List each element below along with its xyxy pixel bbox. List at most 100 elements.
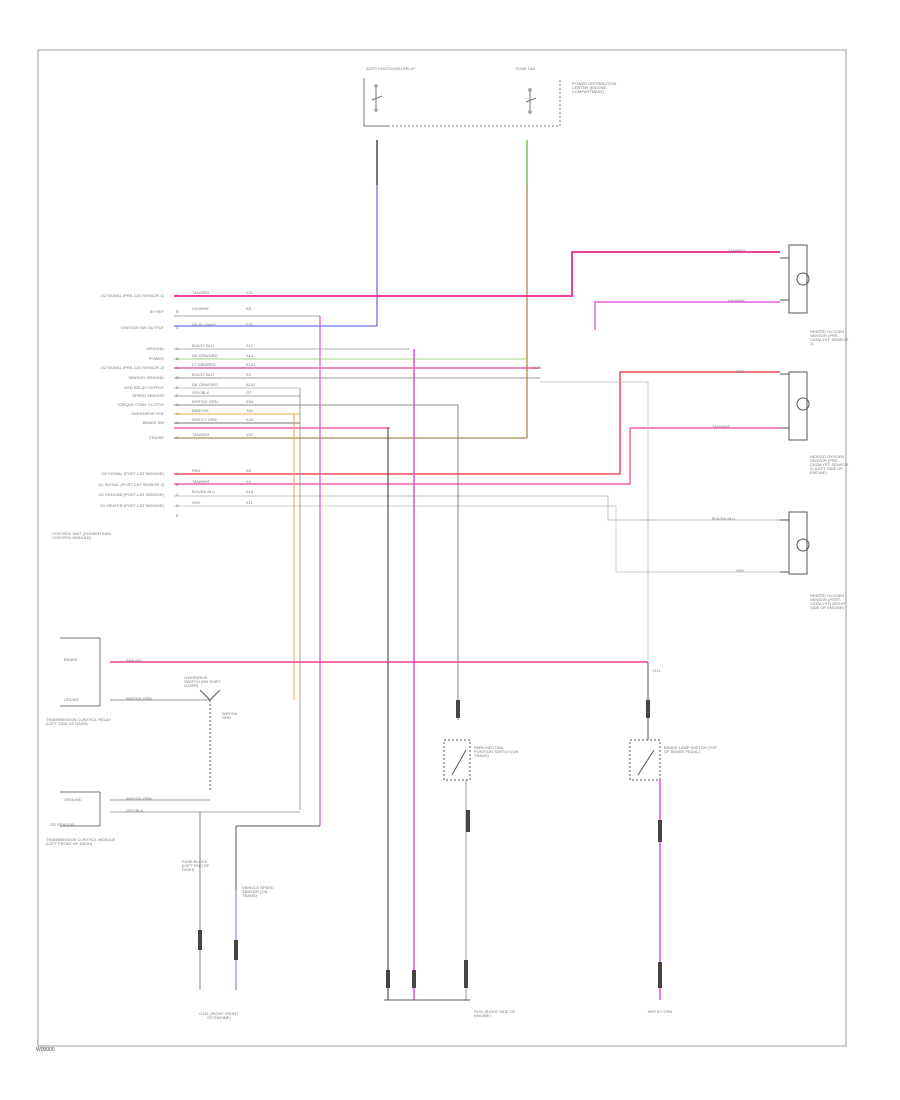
od-switch-wire: WHT/DK GRN <box>222 711 238 720</box>
pcm-pin-letter: C <box>176 365 179 370</box>
pcm-pin-circuit: K4 <box>246 372 251 377</box>
pcm-pin-letter: A <box>176 471 179 476</box>
fuse-block-label: FUSE BLOCK (LEFT END OF DASH) <box>182 859 210 872</box>
pcm-pin-circuit: K9 <box>246 478 251 484</box>
wire-gray-o2-3a <box>174 495 780 521</box>
trans-ctrl-wire1: BRN/YEL <box>126 658 144 663</box>
pcm-pin-circuit: K41 <box>246 290 254 295</box>
pcm-pin-wire: RED <box>192 468 201 473</box>
pcm-pin-wire: DK BLU/WHT <box>192 322 217 327</box>
o2-3-wire-top: BLK/DK BLU <box>712 516 736 521</box>
speed-sensor-symbol <box>199 812 320 990</box>
trans-ctrl-tag1: BRAKE <box>64 657 78 662</box>
ground-g-label: G101 (RIGHT FRONT OF ENGINE) <box>199 1011 239 1020</box>
pcm-pin-name: SPEED SENSOR <box>132 393 164 398</box>
pcm-pin-letter: B <box>176 356 179 361</box>
pcm-pin-name: O2 HEATER (POST-CAT SENSOR) <box>100 502 164 508</box>
pcm-pin-wire: BRN/YEL <box>192 408 210 413</box>
pcm-pin-wire: BLK/DK BLU <box>192 489 216 494</box>
pcm-pin-name: CRUISE <box>148 435 164 440</box>
wire-pink-o2-1 <box>174 251 780 297</box>
trans-mod-label: TRANSMISSION CONTROL MODULE (LEFT FRONT … <box>46 837 116 846</box>
pcm-pin-circuit: K6 <box>246 306 251 311</box>
pcm-pin-wire: TAN/WHT <box>192 478 210 484</box>
diagram-border <box>37 49 847 1047</box>
pcm-pin-circuit: A14 <box>246 353 254 358</box>
pcm-pin-letter: B <box>176 309 179 314</box>
pcm-pin-wire: WHT/LT GRN <box>192 417 217 422</box>
o2-sensor-1-body <box>780 244 810 314</box>
pcm-pin-circuit: G7 <box>246 390 252 395</box>
wire-gray-o2-2 <box>540 381 649 660</box>
pcm-pin-name: IGNITION SW OUTPUT <box>121 325 164 330</box>
trans-module-box <box>60 791 101 827</box>
o2-3-wire-bot: GRY <box>736 568 745 573</box>
pcm-pin-circuit: K11 <box>246 499 253 505</box>
fuse-box-symbol <box>388 78 561 127</box>
pcm-pin-letter: C <box>176 325 179 330</box>
park-neutral-label: PARK/NEUTRAL POSITION SWITCH (ON TRANS) <box>474 745 519 758</box>
pcm-pin-letter: E <box>176 385 179 390</box>
pcm-pin-wire: DK GRN/ORG <box>192 382 218 387</box>
o2-2-wire-top: RED <box>736 369 745 374</box>
pcm-pin-name: O2 SIGNAL (POST-CAT SENSOR) <box>101 471 164 476</box>
asd-relay-label: AUTO SHUTDOWN RELAY <box>366 66 416 71</box>
trans-control-relay-box <box>60 637 101 707</box>
pcm-pin-wire: TAN/RED <box>192 290 210 295</box>
o2-2-label: HEATED OXYGEN SENSOR (PRE-CATALYST, SENS… <box>810 454 849 475</box>
pcm-pin-name: ASD RELAY OUTPUT <box>124 385 164 390</box>
pcm-pin-letter: H <box>176 411 179 416</box>
pcm-pin-name: TORQUE CONV CLUTCH <box>116 402 164 407</box>
ground-s-label: S101 (RIGHT SIDE OF ENGINE) <box>474 1009 516 1018</box>
pcm-pin-wire: BLK/LT BLU <box>192 372 214 377</box>
wire-red-o2-2a <box>174 371 780 475</box>
ign-fuse-label: FUSE 15A <box>516 66 535 71</box>
pcm-pin-letter: G <box>176 402 180 407</box>
pcm-pin-name: O2 SIGNAL (POST-CAT SENSOR 2) <box>98 481 164 487</box>
figure-id: W00000 <box>36 1047 55 1053</box>
o2-sensor-2-body <box>780 371 810 441</box>
pcm-pin-wire: VIO/WHT <box>192 306 210 311</box>
pcm-pin-wire: LT GRN/RED <box>192 362 216 367</box>
pcm-pin-name: 5V REF <box>149 309 164 314</box>
splice-label: S172 <box>532 365 542 370</box>
o2-3-label: HEATED OXYGEN SENSOR (POST-CATALYST) (RI… <box>810 593 846 610</box>
pcm-pin-circuit: V37 <box>246 432 254 437</box>
pcm-pin-wire: WHT/DK GRN <box>192 399 218 404</box>
pcm-pin-wire: GRY <box>192 499 201 505</box>
pcm-pin-name: SENSOR GROUND <box>128 375 164 380</box>
fuse-ref-label: POWER DISTRIBUTION CENTER (ENGINE COMPAR… <box>572 81 617 94</box>
pcm-pin-letter: F <box>176 293 179 298</box>
od-switch-label: OVERDRIVE SWITCH (ON SHIFT LEVER) <box>184 675 221 688</box>
pcm-pin-circuit: F20 <box>246 322 253 327</box>
pcm-pin-circuit: A142 <box>246 382 256 387</box>
pcm-pin-name: GROUND <box>146 346 164 351</box>
pcm-pin-circuit: T60 <box>246 408 253 413</box>
connector-blocks <box>198 700 662 988</box>
pcm-pin-circuit: K54 <box>246 399 254 404</box>
pcm-pin-name: OVERDRIVE SOL <box>131 411 164 416</box>
o2-1-wire-bot: VIO/WHT <box>728 298 746 303</box>
o2-1-wire-top: TAN/RED <box>728 248 746 253</box>
pcm-pin-wire: DK GRN/ORG <box>192 353 218 358</box>
pcm-pin-name: O2 SIGNAL (PRE-CAT SENSOR 1) <box>100 293 164 298</box>
brake-switch-label: BRAKE LAMP SWITCH (TOP OF BRAKE PEDAL) <box>664 745 717 754</box>
o2-sensor-3-body <box>780 511 810 575</box>
pcm-pin-letter: E <box>176 513 179 518</box>
pcm-label: CONTROL UNIT (POWERTRAIN CONTROL MODULE) <box>52 531 112 540</box>
overdrive-switch-symbol <box>199 689 221 790</box>
pcm-pin-wire: GRY/BLK <box>192 390 210 395</box>
wire-gray-o2-3b <box>174 505 780 573</box>
pcm-pin-letter: D <box>176 375 179 380</box>
asd-relay-symbol <box>363 78 388 127</box>
pcm-pin-letter: K <box>176 435 179 440</box>
pcm-pin-letter: J <box>176 420 178 425</box>
trans-ctrl-label: TRANSMISSION CONTROL RELAY (LEFT SIDE OF… <box>46 717 111 726</box>
pcm-pin-circuit: K141 <box>246 362 256 367</box>
pcm-pin-circuit: Z12 <box>246 343 253 348</box>
pcm-pin-name: BRAKE SW <box>142 420 164 425</box>
pcm-pin-circuit: K8 <box>246 468 251 473</box>
brake-switch-symbol <box>629 662 661 781</box>
pcm-pin-circuit: K10 <box>246 489 254 494</box>
